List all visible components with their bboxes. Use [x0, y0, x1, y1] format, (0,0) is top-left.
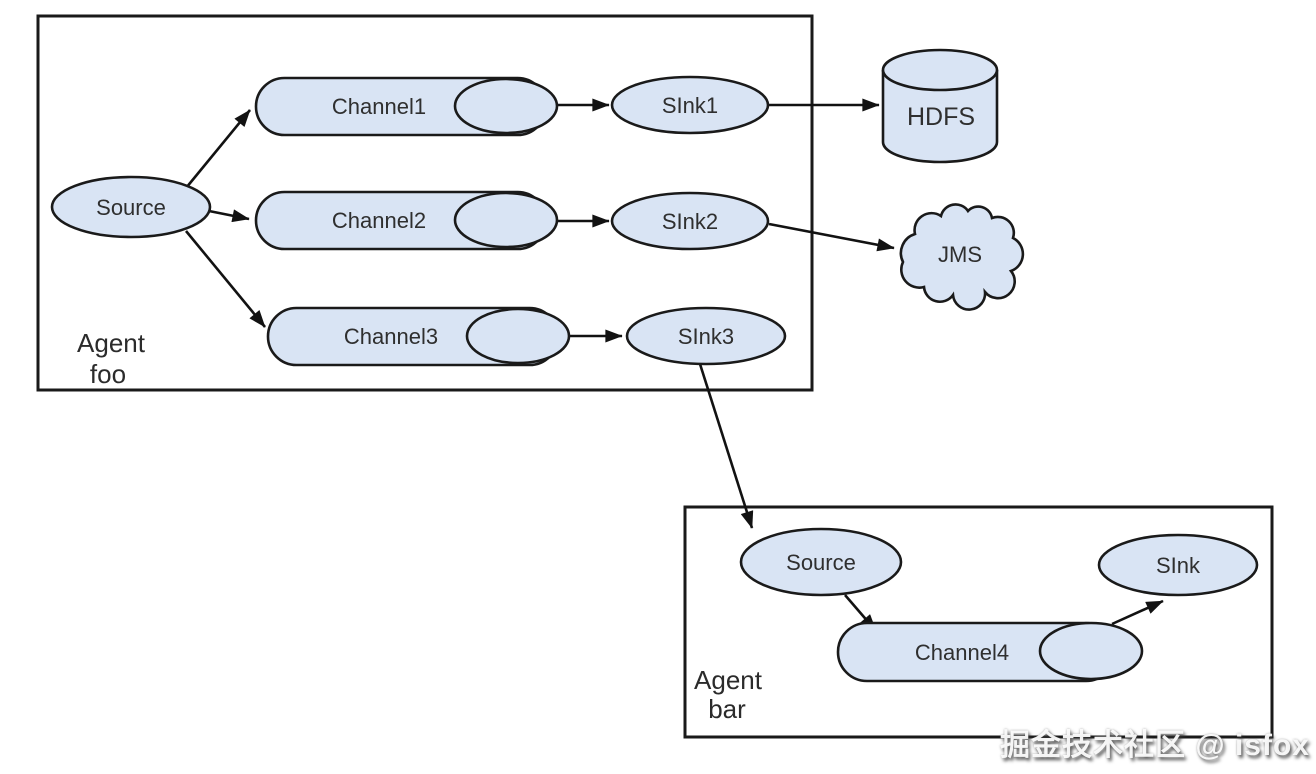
channel1-label: Channel1: [332, 94, 426, 119]
sink3-label: SInk3: [678, 324, 734, 349]
sink-bar-label: SInk: [1156, 553, 1201, 578]
sink2-label: SInk2: [662, 209, 718, 234]
channel1-queue-ellipse: [453, 77, 559, 135]
agent-foo-label-line1: Agent: [77, 328, 146, 358]
sink2-ellipse: [610, 191, 770, 251]
channel4-queue-ellipse: [1038, 621, 1144, 681]
jms-label: JMS: [938, 242, 982, 267]
sink3-ellipse: [625, 306, 787, 366]
hdfs-cylinder-top: [881, 48, 999, 92]
agent-bar-box: [683, 505, 1274, 739]
node-sink3: SInk3: [625, 306, 787, 366]
agent-foo-label-line2: foo: [90, 359, 126, 389]
channel2-queue-ellipse: [453, 191, 559, 249]
agent-bar-label-line1: Agent: [694, 665, 763, 695]
edge-sink3-to-source-bar: [698, 363, 754, 529]
jms-cloud: [899, 203, 1025, 311]
node-hdfs: HDFS: [881, 48, 999, 164]
edge-channel4-to-sink-bar: [1111, 599, 1164, 626]
edge-source-to-channel1: [184, 109, 252, 189]
agent-foo-box: [36, 14, 814, 392]
source-foo-ellipse: [50, 175, 212, 239]
source-foo-label: Source: [96, 195, 166, 220]
watermark: 掘金技术社区 @ isfox: [1000, 729, 1310, 762]
sink1-label: SInk1: [662, 93, 718, 118]
hdfs-cylinder-body: [881, 70, 999, 164]
hdfs-label: HDFS: [907, 103, 975, 131]
edge-source-to-channel2: [208, 209, 250, 223]
sink-bar-ellipse: [1097, 533, 1259, 597]
node-jms: JMS: [899, 203, 1025, 311]
node-sink-bar: SInk: [1097, 533, 1259, 597]
agent-bar-label-line2: bar: [708, 694, 746, 724]
node-source-bar: Source: [739, 527, 903, 597]
channel3-label: Channel3: [344, 324, 438, 349]
edge-sink2-to-jms: [768, 222, 895, 252]
node-channel3: Channel3: [266, 306, 571, 367]
source-bar-label: Source: [786, 550, 856, 575]
sink1-ellipse: [610, 75, 770, 135]
channel2-label: Channel2: [332, 208, 426, 233]
channel4-label: Channel4: [915, 640, 1009, 665]
node-source-foo: Source: [50, 175, 212, 239]
node-sink1: SInk1: [610, 75, 770, 135]
node-channel4: Channel4: [836, 621, 1144, 683]
node-sink2: SInk2: [610, 191, 770, 251]
edge-source-to-channel3: [184, 230, 267, 328]
channel3-queue-ellipse: [465, 307, 571, 365]
node-channel2: Channel2: [254, 190, 559, 251]
source-bar-ellipse: [739, 527, 903, 597]
node-channel1: Channel1: [254, 76, 559, 137]
